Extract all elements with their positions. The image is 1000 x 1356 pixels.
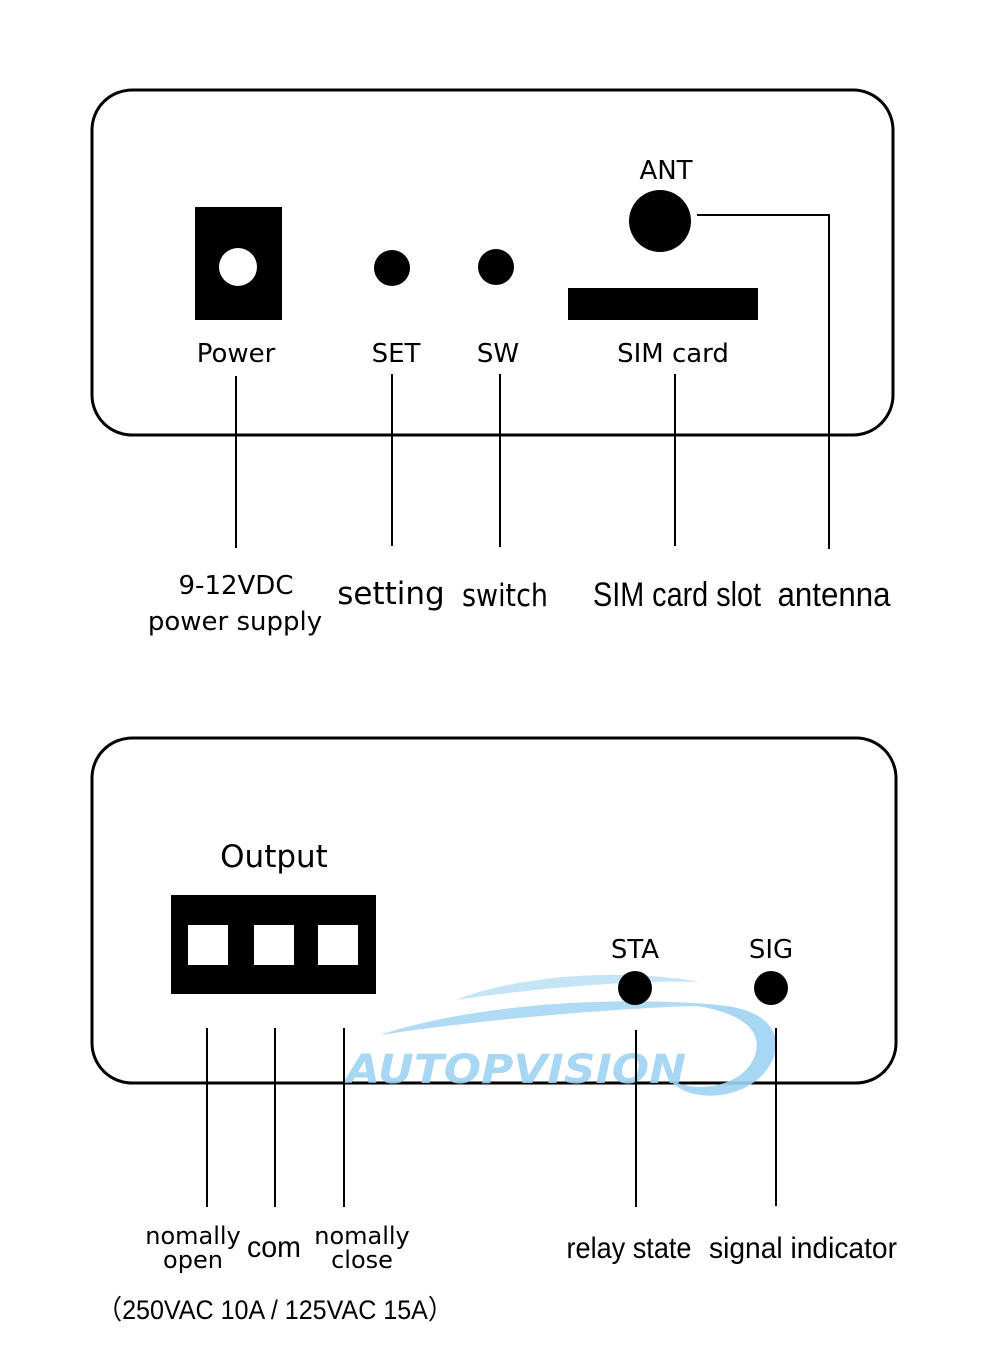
watermark-swoosh-curve <box>670 1004 777 1096</box>
sta-led <box>618 971 652 1005</box>
watermark-swoosh-mid <box>380 1001 720 1035</box>
antenna-desc: antenna <box>778 576 891 614</box>
terminal-no <box>188 925 228 965</box>
com-desc: com <box>247 1231 301 1264</box>
power-desc-line1: 9-12VDC <box>179 571 294 601</box>
sw-button <box>478 249 514 285</box>
sta-label: STA <box>611 935 659 965</box>
power-label: Power <box>197 339 276 369</box>
nc-desc-line1: nomally <box>314 1222 410 1250</box>
no-desc-line2: open <box>163 1246 223 1274</box>
watermark-text: AUTOPVISION <box>343 1047 686 1093</box>
sig-led <box>754 971 788 1005</box>
antenna-connector <box>629 190 691 252</box>
set-button <box>374 250 410 286</box>
terminal-nc <box>318 925 358 965</box>
rating-text: （250VAC 10A / 125VAC 15A） <box>97 1295 453 1325</box>
top-panel <box>90 88 895 437</box>
sim-card-slot <box>568 288 758 320</box>
no-desc-line1: nomally <box>145 1222 241 1250</box>
power-desc-line2: power supply <box>148 607 322 637</box>
sim-label: SIM card <box>617 339 729 369</box>
sw-desc: switch <box>462 578 548 614</box>
watermark-swoosh-top <box>455 974 700 1000</box>
set-desc: setting <box>337 576 444 612</box>
sta-desc: relay state <box>567 1232 692 1265</box>
set-label: SET <box>372 339 421 369</box>
bottom-panel <box>90 736 898 1085</box>
sim-desc: SIM card slot <box>593 576 761 614</box>
sw-label: SW <box>477 339 519 369</box>
sig-desc: signal indicator <box>709 1232 897 1265</box>
nc-desc-line2: close <box>331 1246 393 1274</box>
antenna-leader <box>697 214 830 549</box>
ant-label: ANT <box>639 156 692 186</box>
terminal-com <box>254 925 294 965</box>
power-jack-hole <box>219 248 257 286</box>
sig-label: SIG <box>749 935 793 965</box>
output-title: Output <box>220 839 328 875</box>
watermark: AUTOPVISION <box>343 974 777 1096</box>
